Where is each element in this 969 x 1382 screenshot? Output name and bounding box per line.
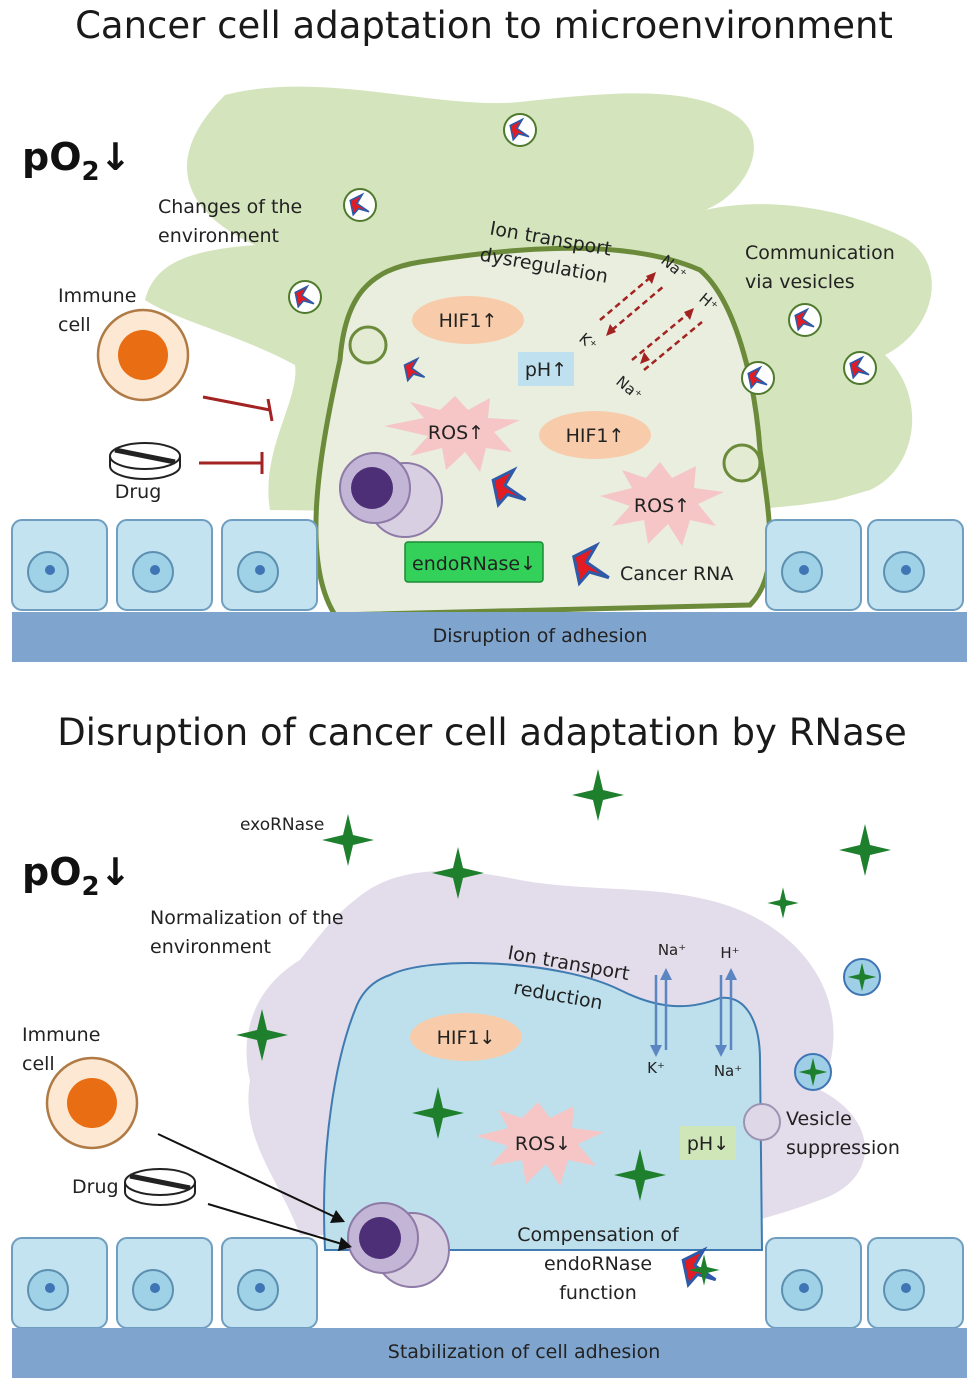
top-immune-label-1: Immune <box>58 285 136 307</box>
top-ros-label-2: ROS↑ <box>634 495 690 517</box>
bottom-drug-label: Drug <box>72 1176 119 1198</box>
epithelial-cell <box>765 519 862 611</box>
inhibition-arrow-icon <box>199 395 274 474</box>
bottom-environment-label-1: Normalization of the <box>150 907 344 929</box>
epithelial-cell <box>765 1237 862 1329</box>
targeting-arrow-icon <box>157 1133 343 1245</box>
vesicle-icon <box>789 304 821 336</box>
compensation-label-3: function <box>559 1282 637 1304</box>
compensation-label-2: endoRNase <box>544 1253 652 1275</box>
epithelial-cell <box>867 1237 964 1329</box>
membrane-vesicle-icon <box>722 443 762 483</box>
bottom-vesicle-label-1: Vesicle <box>786 1108 852 1130</box>
star-rnase-icon <box>322 814 374 866</box>
epithelial-cell <box>221 1237 318 1329</box>
epithelial-cell <box>221 519 318 611</box>
epithelial-cell <box>116 519 213 611</box>
star-rnase-icon <box>839 824 891 876</box>
vesicle-icon <box>344 189 376 221</box>
vesicle-icon <box>289 281 321 313</box>
rna-fragment-icon <box>681 1248 718 1287</box>
immune-cell-nucleus <box>118 330 168 380</box>
bottom-ion-k: K⁺ <box>647 1059 665 1077</box>
epithelial-cell <box>867 519 964 611</box>
immune-cell-nucleus <box>67 1078 117 1128</box>
bottom-immune-label-1: Immune <box>22 1024 100 1046</box>
bottom-ros-label: ROS↓ <box>515 1133 571 1155</box>
epithelial-cell <box>11 1237 108 1329</box>
vesicle-icon <box>844 352 876 384</box>
top-basement-membrane <box>12 612 967 662</box>
vesicle-icon <box>742 362 774 394</box>
top-hif1-label: HIF1↑ <box>439 310 498 332</box>
top-endornase-label: endoRNase↓ <box>412 553 536 575</box>
bottom-adhesion-label: Stabilization of cell adhesion <box>388 1341 660 1363</box>
engulfed-cell-nucleus <box>351 467 393 509</box>
bottom-environment-label-2: environment <box>150 936 271 958</box>
exornase-label: exoRNase <box>240 815 324 835</box>
bottom-ion-na: Na⁺ <box>658 941 686 959</box>
top-environment-label-1: Changes of the <box>158 196 302 218</box>
burst-ros-icon <box>600 462 724 546</box>
drug-pill-icon <box>125 1169 195 1205</box>
membrane-vesicle-icon <box>348 325 388 365</box>
top-vesicle-label-1: Communication <box>745 242 895 264</box>
compensation-label-1: Compensation of <box>517 1224 680 1246</box>
star-rnase-icon <box>767 887 799 919</box>
bottom-ph-label: pH↓ <box>687 1133 729 1155</box>
top-hif1-badge-2 <box>539 411 651 459</box>
star-rnase-icon <box>572 769 624 821</box>
bottom-hif1-label: HIF1↓ <box>437 1027 496 1049</box>
top-hif1-label-2: HIF1↑ <box>566 425 625 447</box>
bottom-hif1-badge <box>410 1013 522 1061</box>
bottom-ion-na-2: Na⁺ <box>714 1062 742 1080</box>
burst-ros-icon <box>476 1102 604 1186</box>
bottom-title: Disruption of cancer cell adaptation by … <box>57 711 907 754</box>
bottom-vesicle-label-2: suppression <box>786 1137 900 1159</box>
membrane-vesicle-icon <box>743 1103 781 1141</box>
bottom-immune-label-2: cell <box>22 1053 55 1075</box>
ion-arrow-icon <box>599 275 703 371</box>
drug-pill-icon <box>110 443 180 479</box>
top-environment-label-2: environment <box>158 225 279 247</box>
bottom-ion-h: H⁺ <box>720 944 739 962</box>
bottom-po2: pO2↓ <box>22 850 131 902</box>
top-vesicle-label-2: via vesicles <box>745 271 855 293</box>
engulfed-cell-nucleus <box>359 1217 401 1259</box>
targeting-arrowheads <box>330 1210 352 1251</box>
top-ros-label: ROS↑ <box>428 422 484 444</box>
ion-arrow-icon <box>654 975 733 1050</box>
bottom-basement-membrane <box>12 1328 967 1378</box>
top-title: Cancer cell adaptation to microenvironme… <box>75 4 893 47</box>
bottom-ph-badge <box>680 1126 736 1160</box>
top-immune-label-2: cell <box>58 314 91 336</box>
epithelial-cell <box>11 519 108 611</box>
top-ph-label: pH↑ <box>525 359 567 381</box>
ion-arrowheads <box>606 272 694 364</box>
top-ph-badge <box>518 352 574 386</box>
top-po2: pO2↓ <box>22 135 131 187</box>
top-endornase-badge <box>404 541 544 583</box>
vesicle-icon <box>504 114 536 146</box>
top-adhesion-label: Disruption of adhesion <box>433 625 648 647</box>
top-cancer-rna-label: Cancer RNA <box>620 563 733 585</box>
epithelial-cell <box>116 1237 213 1329</box>
top-hif1-badge <box>412 296 524 344</box>
ion-arrowheads <box>650 968 737 1057</box>
burst-ros-icon <box>384 396 520 472</box>
top-drug-label: Drug <box>115 481 162 503</box>
